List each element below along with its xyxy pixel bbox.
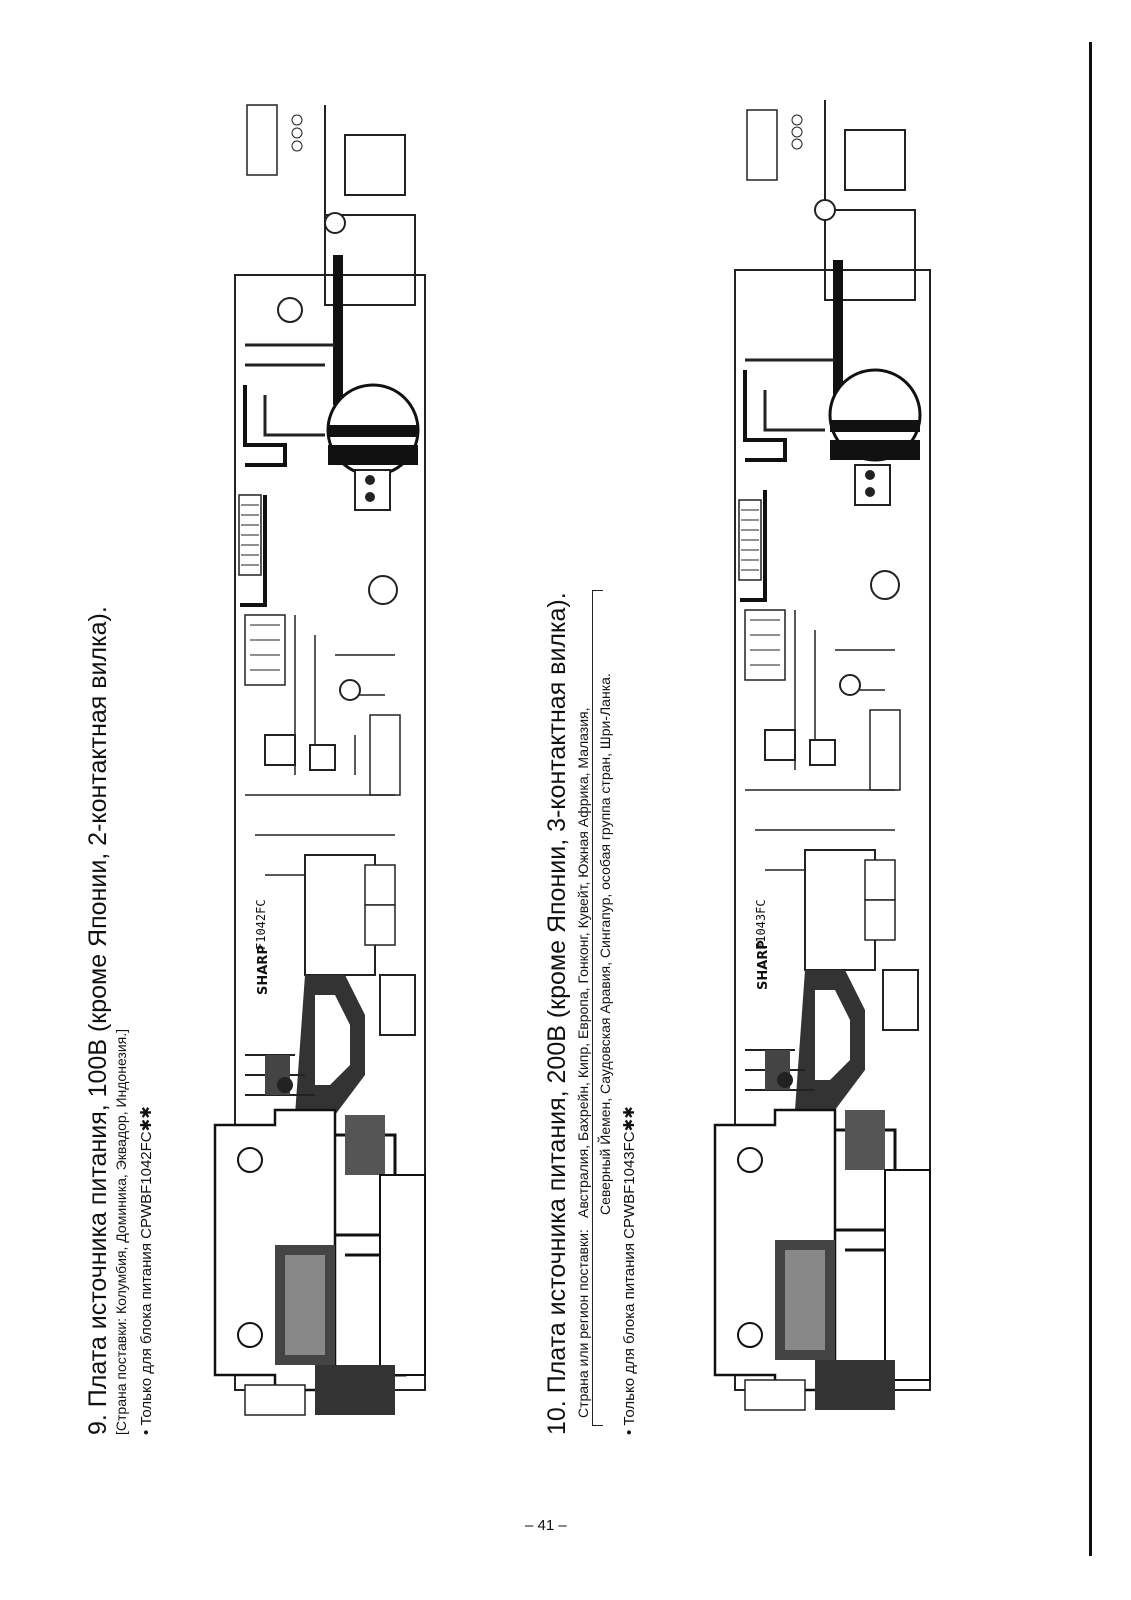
- board-100v-diagram: SHARP F1042FC: [205, 95, 430, 1425]
- section10-supply-line2: Северный Йемен, Саудовская Аравия, Синга…: [597, 673, 613, 1215]
- section10-supply-line1: Австралия, Бахрейн, Кипр, Европа, Гонкон…: [575, 707, 591, 1219]
- board9-code: F1042FC: [254, 899, 268, 950]
- page-number: – 41 –: [525, 1517, 567, 1534]
- section9-title: 9. Плата источника питания, 100В (кроме …: [84, 606, 112, 1435]
- section10-only-for: • Только для блока питания CPWBF1043FC✱✱: [621, 1106, 638, 1435]
- section10-supply-label: Страна или регион поставки:: [575, 1229, 591, 1418]
- section9-only-for: • Только для блока питания CPWBF1042FC✱✱: [138, 1106, 155, 1435]
- supply-bracket: [592, 590, 603, 1426]
- section9-supply-note: [Страна поставки: Колумбия, Доминика, Эк…: [113, 1028, 129, 1435]
- board10-brand: SHARP: [756, 940, 771, 990]
- board9-brand: SHARP: [256, 945, 271, 995]
- board-200v-diagram: SHARP F1043FC: [705, 90, 937, 1420]
- board10-code: F1043FC: [754, 899, 768, 950]
- page-right-rule: [1089, 42, 1092, 1556]
- section10-title: 10. Плата источника питания, 200В (кроме…: [543, 592, 571, 1435]
